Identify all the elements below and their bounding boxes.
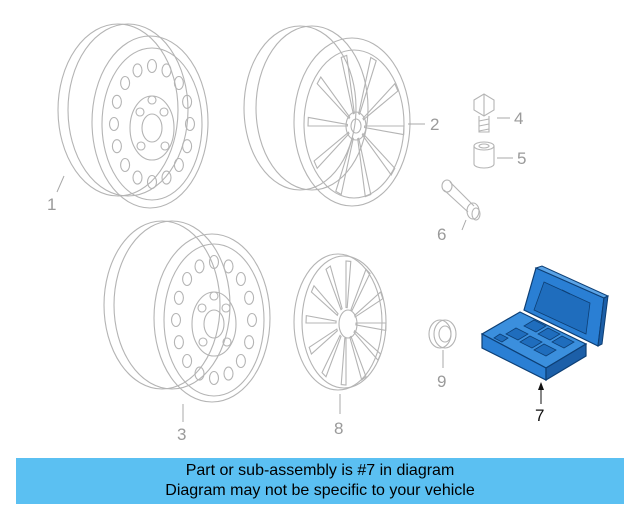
wheel-spoke <box>305 314 337 324</box>
info-banner: Part or sub-assembly is #7 in diagram Di… <box>16 458 624 504</box>
callout-2: 2 <box>430 115 440 134</box>
wheel-vent-hole <box>173 75 184 91</box>
wheel-vent-hole <box>173 290 184 305</box>
wheel-vent-hole <box>132 63 143 78</box>
wheel-vent-hole <box>182 353 193 369</box>
wheel-spoke <box>353 329 382 362</box>
callout-4: 4 <box>514 109 524 128</box>
wheel-vent-hole <box>235 353 246 369</box>
wheel-vent-hole <box>244 335 255 350</box>
wheel-vent-hole <box>173 157 184 173</box>
wheel-lock-part-5[interactable] <box>473 141 495 169</box>
wheel-spoke <box>313 131 350 170</box>
wheel-vent-hole <box>184 116 196 132</box>
wheel-vent-hole <box>194 366 205 381</box>
wheel-vent-hole <box>244 290 255 305</box>
wheel-vent-hole <box>120 75 131 91</box>
wheel-vent-hole <box>146 58 158 74</box>
wheel-vent-hole <box>208 254 220 270</box>
wheel-spoke <box>335 136 354 196</box>
wheel-spoke <box>325 265 343 311</box>
wheel-spoke <box>316 75 351 120</box>
wheel-vent-hole <box>194 259 205 274</box>
wheel-vent-hole <box>132 170 143 185</box>
wheel-spoke <box>308 328 338 355</box>
wheel-spoke <box>364 125 405 136</box>
wheel-vent-hole <box>223 366 234 381</box>
wheel-vent-hole <box>108 116 120 132</box>
wheel-vent-hole <box>246 312 258 328</box>
tpms-sensor-kit-part-7[interactable] <box>480 265 610 382</box>
banner-line-2: Diagram may not be specific to your vehi… <box>165 482 475 499</box>
steel-wheel-part-3[interactable] <box>103 220 271 403</box>
callout-7: 7 <box>535 406 545 425</box>
wheel-vent-hole <box>223 259 234 274</box>
wheel-spoke <box>357 137 372 198</box>
wheel-spoke <box>307 116 348 127</box>
wheel-spoke <box>355 322 387 332</box>
wheel-vent-hole <box>182 139 193 154</box>
wheel-spoke <box>310 284 339 317</box>
wheel-vent-hole <box>208 370 220 386</box>
wheel-spoke <box>358 56 377 116</box>
wheel-spoke <box>345 260 352 309</box>
valve-stem-part-6[interactable] <box>441 179 481 221</box>
wheel-vent-hole <box>161 63 172 78</box>
callout-3: 3 <box>177 425 187 444</box>
callout-5: 5 <box>517 149 527 168</box>
wheel-vent-hole <box>120 157 131 173</box>
wheel-vent-hole <box>182 94 193 109</box>
steel-wheel-part-1[interactable] <box>57 23 209 209</box>
wheel-vent-hole <box>170 312 182 328</box>
wheel-vent-hole <box>161 170 172 185</box>
wheel-spoke <box>350 268 371 312</box>
callout-1: 1 <box>47 195 57 214</box>
banner-line-1: Part or sub-assembly is #7 in diagram <box>185 462 455 479</box>
wheel-vent-hole <box>235 271 246 287</box>
parts-diagram <box>56 23 610 422</box>
wheel-spoke <box>321 334 342 378</box>
center-cap-part-9[interactable] <box>428 319 457 349</box>
wheel-spoke <box>362 82 399 121</box>
wheel-spoke <box>361 132 396 177</box>
lug-bolt-part-4[interactable] <box>473 93 495 133</box>
wheel-vent-hole <box>111 139 122 154</box>
wheel-vent-hole <box>146 174 158 190</box>
wheel-cover-part-8[interactable] <box>293 253 387 391</box>
alloy-wheel-part-2[interactable] <box>243 25 411 207</box>
wheel-spoke <box>340 337 347 386</box>
wheel-vent-hole <box>111 94 122 109</box>
wheel-vent-hole <box>182 271 193 287</box>
callout-9: 9 <box>437 372 447 391</box>
wheel-vent-hole <box>173 335 184 350</box>
wheel-spoke <box>340 54 355 115</box>
callout-8: 8 <box>334 419 344 438</box>
leader-lines <box>56 117 544 422</box>
callout-6: 6 <box>437 225 447 244</box>
